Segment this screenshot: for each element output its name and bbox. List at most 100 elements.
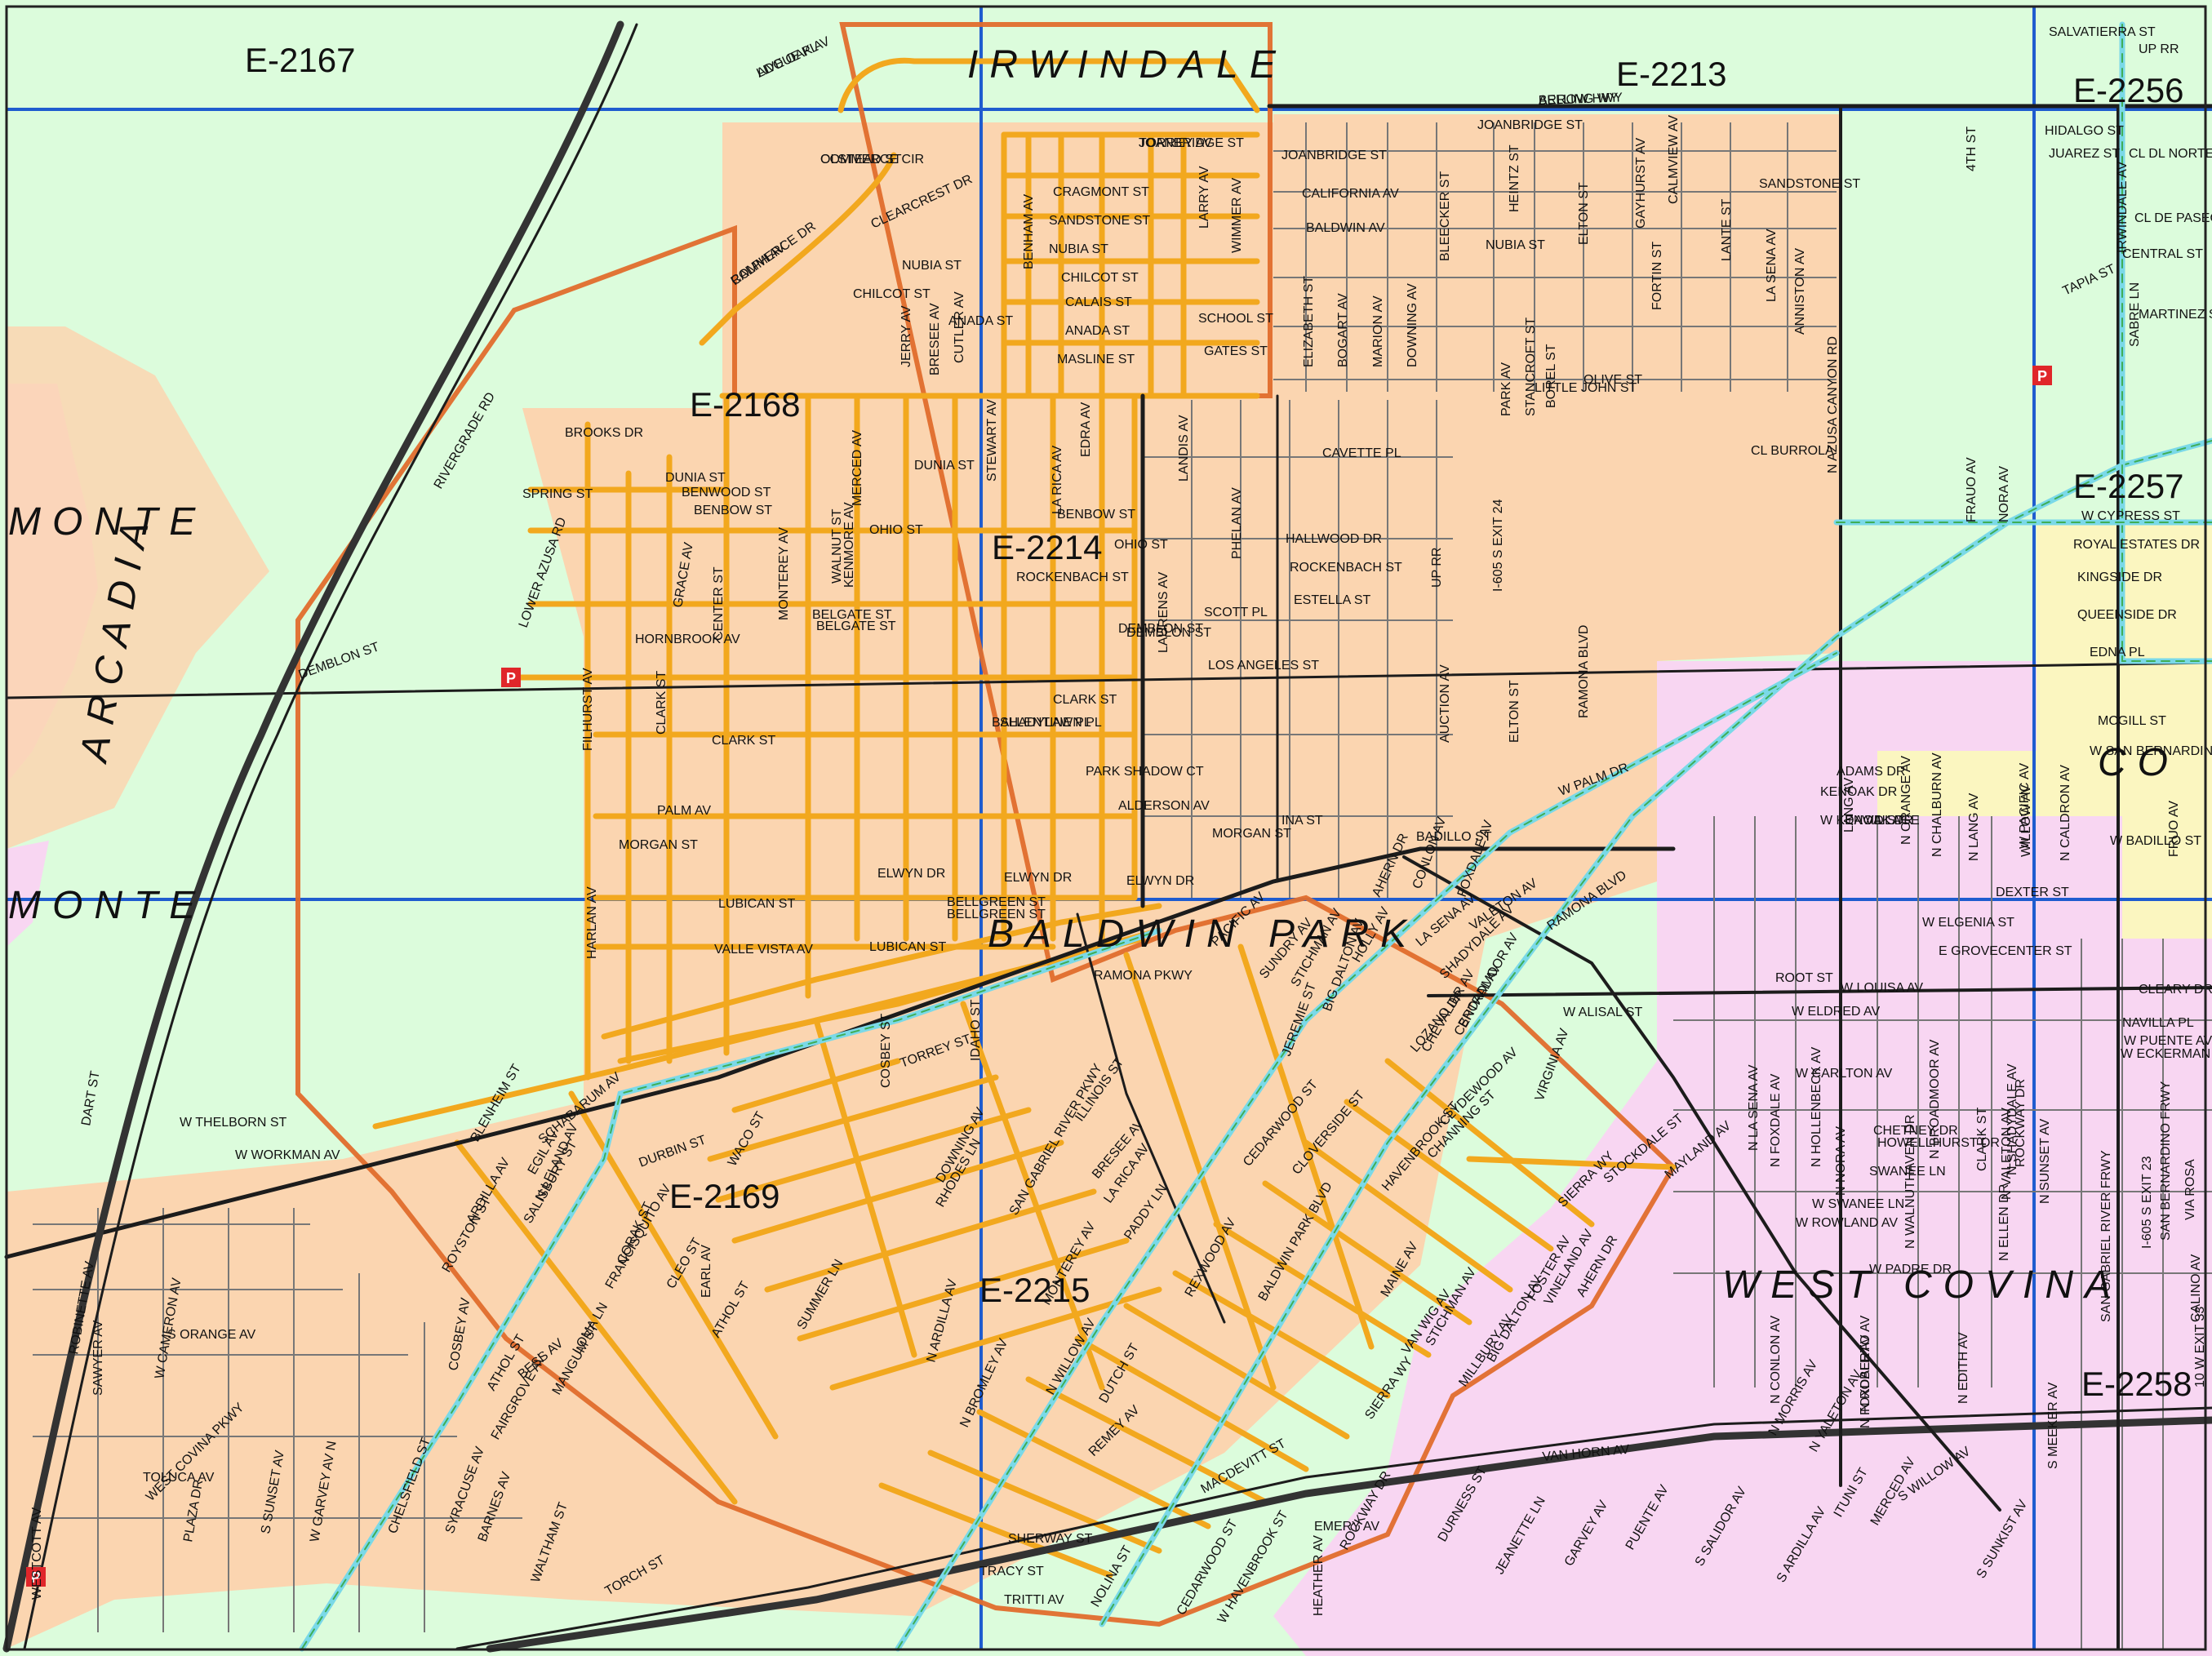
- street-label: SWANEE LN: [1869, 1165, 1946, 1179]
- street-label: DUNIA ST: [665, 471, 726, 485]
- street-label: S ORANGE AV: [167, 1328, 256, 1342]
- parking-marker[interactable]: P: [501, 668, 521, 687]
- street-label: HEATHER AV: [1312, 1535, 1326, 1616]
- street-label: SAN BERNARDINO FRWY: [2159, 1081, 2173, 1241]
- street-label: WIMMER AV: [1230, 178, 1244, 253]
- street-label: W SWANEE LN: [1812, 1197, 1904, 1211]
- street-label: IDAHO ST: [969, 999, 983, 1061]
- street-label: ROCKENBACH ST: [1290, 561, 1402, 575]
- svg-text:P: P: [31, 1569, 41, 1586]
- street-label: BELLGREEN ST: [947, 908, 1046, 921]
- street-label: W THELBORN ST: [180, 1116, 287, 1130]
- street-label: W ROWLAND AV: [1796, 1216, 1898, 1230]
- street-label: NUBIA ST: [1486, 238, 1545, 252]
- parking-marker[interactable]: P: [2032, 366, 2052, 385]
- street-label: EMERY AV: [1314, 1520, 1379, 1534]
- parking-markers: P P P: [26, 366, 2052, 1587]
- street-label: N VALETON AV: [2000, 1108, 2014, 1200]
- street-label: BELLING WY: [1539, 91, 1619, 108]
- street-label: RAMONA PKWY: [1094, 969, 1193, 983]
- street-label: ANADA ST: [948, 314, 1013, 328]
- street-label: ELTON ST: [1577, 182, 1591, 245]
- city-name-west-covina: WEST COVINA: [1722, 1263, 2122, 1307]
- street-label: JERRY AV: [899, 305, 913, 367]
- grid-label: E-2213: [1616, 55, 1726, 93]
- street-label: CALIFORNIA AV: [1302, 187, 1399, 201]
- grid-cell-labels: E-2167 E-2213 E-2256 E-2168 E-2214 E-225…: [245, 41, 2192, 1403]
- street-label: SAWYER AV: [91, 1320, 105, 1396]
- street-label: DUNIA ST: [914, 459, 975, 473]
- street-label: HOWELLHURST DR: [1877, 1136, 2000, 1150]
- street-label: DOWNING AV: [1406, 283, 1419, 367]
- street-label: LUBICAN ST: [869, 940, 946, 954]
- street-label: N CHALBURN AV: [1930, 753, 1944, 857]
- city-name-irwindale: IRWINDALE: [967, 43, 1287, 87]
- street-label: VALLE VISTA AV: [714, 943, 813, 957]
- street-label: CENTER ST: [712, 566, 726, 641]
- street-label: N LANG AV: [1967, 792, 1981, 861]
- street-label: SHADYLAWN PL: [1000, 716, 1102, 730]
- street-label: N CONLON AV: [1769, 1316, 1783, 1405]
- street-label: ALDERSON AV: [1118, 799, 1210, 813]
- street-label: BALLENTINE PL: [992, 716, 1091, 730]
- street-label: CLARK ST: [712, 734, 775, 748]
- street-label: BOREL ST: [1544, 344, 1558, 408]
- parking-marker[interactable]: P: [26, 1567, 46, 1587]
- street-label: COSBEY ST: [879, 1013, 893, 1088]
- street-label: LARRY AV: [1197, 166, 1211, 229]
- street-label: ROCKENBACH ST: [1016, 570, 1129, 584]
- street-label: DEMBLON ST: [1126, 626, 1211, 640]
- street-label: DAVID ST: [1845, 814, 1904, 828]
- street-label: BENWOOD ST: [682, 486, 771, 499]
- svg-text:P: P: [2037, 368, 2047, 384]
- grid-label: E-2169: [669, 1177, 780, 1215]
- street-label: N LA SENA AV: [1747, 1064, 1761, 1151]
- street-label: N CALDRON AV: [2059, 765, 2072, 861]
- street-label: MARION AV: [1371, 295, 1385, 367]
- street-label: BALDWIN AV: [1306, 221, 1385, 235]
- street-label: PARK SHADOW CT: [1086, 765, 1204, 779]
- street-label: 4TH ST: [1965, 127, 1979, 171]
- street-label: TRACY ST: [979, 1565, 1044, 1578]
- covina-area: [1877, 522, 2212, 939]
- street-label: W WORKMAN AV: [235, 1148, 340, 1162]
- street-label: W CARLTON AV: [1796, 1067, 1893, 1081]
- street-label: TORREY AV: [1139, 136, 1212, 150]
- street-label: FORTIN ST: [1650, 242, 1664, 310]
- street-label: W LOUISA AV: [1841, 981, 1923, 995]
- street-label: PHELAN AV: [1230, 487, 1244, 559]
- street-label: KENOAK DR: [1820, 785, 1897, 799]
- street-label: NUBIA ST: [1049, 242, 1108, 256]
- street-label: EDNA PL: [2090, 646, 2145, 659]
- street-label: BLEECKER ST: [1438, 171, 1452, 261]
- street-label: KINGSIDE DR: [2077, 570, 2162, 584]
- street-label: JUAREZ ST: [2049, 147, 2120, 161]
- street-label: CENTRAL ST: [2122, 247, 2203, 261]
- street-label: CL DE PASEO: [2134, 211, 2212, 225]
- grid-label: E-2168: [690, 385, 800, 424]
- highways: [2, 20, 2212, 1653]
- street-label: N FOXDALE AV: [1769, 1073, 1783, 1167]
- street-label: HORNBROOK AV: [635, 633, 740, 646]
- street-label: JOANBRIDGE ST: [1281, 149, 1387, 162]
- street-label: TOLUCA AV: [143, 1471, 215, 1485]
- street-label: JOANBRIDGE ST: [1139, 136, 1244, 150]
- street-label: BELGATE ST: [816, 619, 896, 633]
- street-label: N BROADMOOR AV: [1928, 1039, 1942, 1159]
- street-label: GATES ST: [1204, 344, 1268, 358]
- street-label: JOANBRIDGE ST: [1477, 118, 1583, 132]
- street-label: MCGILL ST: [2098, 714, 2166, 728]
- street-label: AUCTION AV: [1438, 664, 1452, 743]
- street-label: WILLOW AV: [2019, 784, 2033, 857]
- street-label: STEWART AV: [985, 399, 999, 482]
- street-label: CRAGMONT ST: [1053, 185, 1149, 199]
- street-label: UP RR: [1430, 548, 1444, 588]
- street-label: EARL AV: [700, 1245, 713, 1298]
- street-label: KENMORE AV: [842, 502, 856, 588]
- street-label: VILLAGE: [1865, 814, 1920, 828]
- street-label: MONTEREY AV: [777, 527, 791, 620]
- street-label: UP RR: [2139, 42, 2179, 56]
- street-label: N HOLLENBECK AV: [1810, 1046, 1823, 1167]
- street-label: ELTON ST: [1508, 680, 1521, 743]
